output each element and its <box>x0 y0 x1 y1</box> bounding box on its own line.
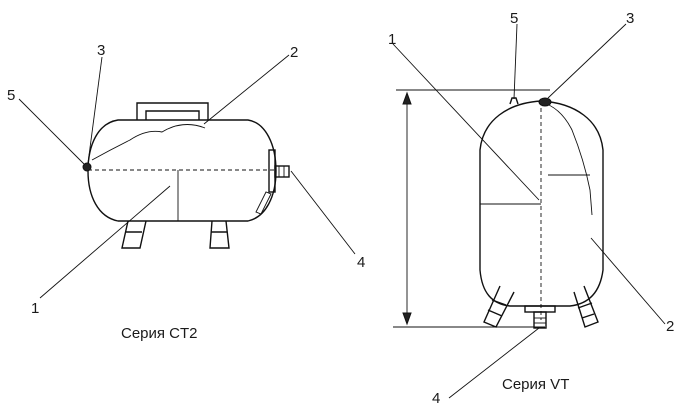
vtank-membrane <box>540 101 593 216</box>
tank-handle <box>136 102 209 120</box>
caption-vt: Серия VT <box>502 376 569 393</box>
vertical-tank <box>479 97 604 329</box>
tank-clamp <box>255 191 272 215</box>
label-2-left: 2 <box>290 44 298 61</box>
tank-leg-right <box>209 220 230 249</box>
label-4-left: 4 <box>357 254 365 271</box>
vtank-water-connector <box>533 311 547 329</box>
vtank-air-valve <box>538 97 552 107</box>
label-1-right: 1 <box>388 31 396 48</box>
tank-flange <box>268 149 276 193</box>
horizontal-tank <box>82 102 290 249</box>
label-3-left: 3 <box>97 42 105 59</box>
tank-leg-left <box>121 220 147 249</box>
vtank-flange <box>524 305 556 313</box>
vtank-body <box>479 100 604 307</box>
label-5-left: 5 <box>7 87 15 104</box>
vtank-leg-left <box>483 285 515 328</box>
label-3-right: 3 <box>626 10 634 27</box>
label-1-left: 1 <box>31 300 39 317</box>
water-connector <box>274 165 290 178</box>
label-4-right: 4 <box>432 390 440 404</box>
tank-body <box>87 119 277 222</box>
label-5-right: 5 <box>510 10 518 27</box>
right-leaders <box>392 23 666 399</box>
left-leaders <box>18 54 356 299</box>
height-dimension <box>393 89 550 328</box>
caption-ct2: Серия CT2 <box>121 325 198 342</box>
label-2-right: 2 <box>666 318 674 335</box>
vtank-leg-right <box>573 285 599 328</box>
tank-membrane <box>91 124 206 161</box>
